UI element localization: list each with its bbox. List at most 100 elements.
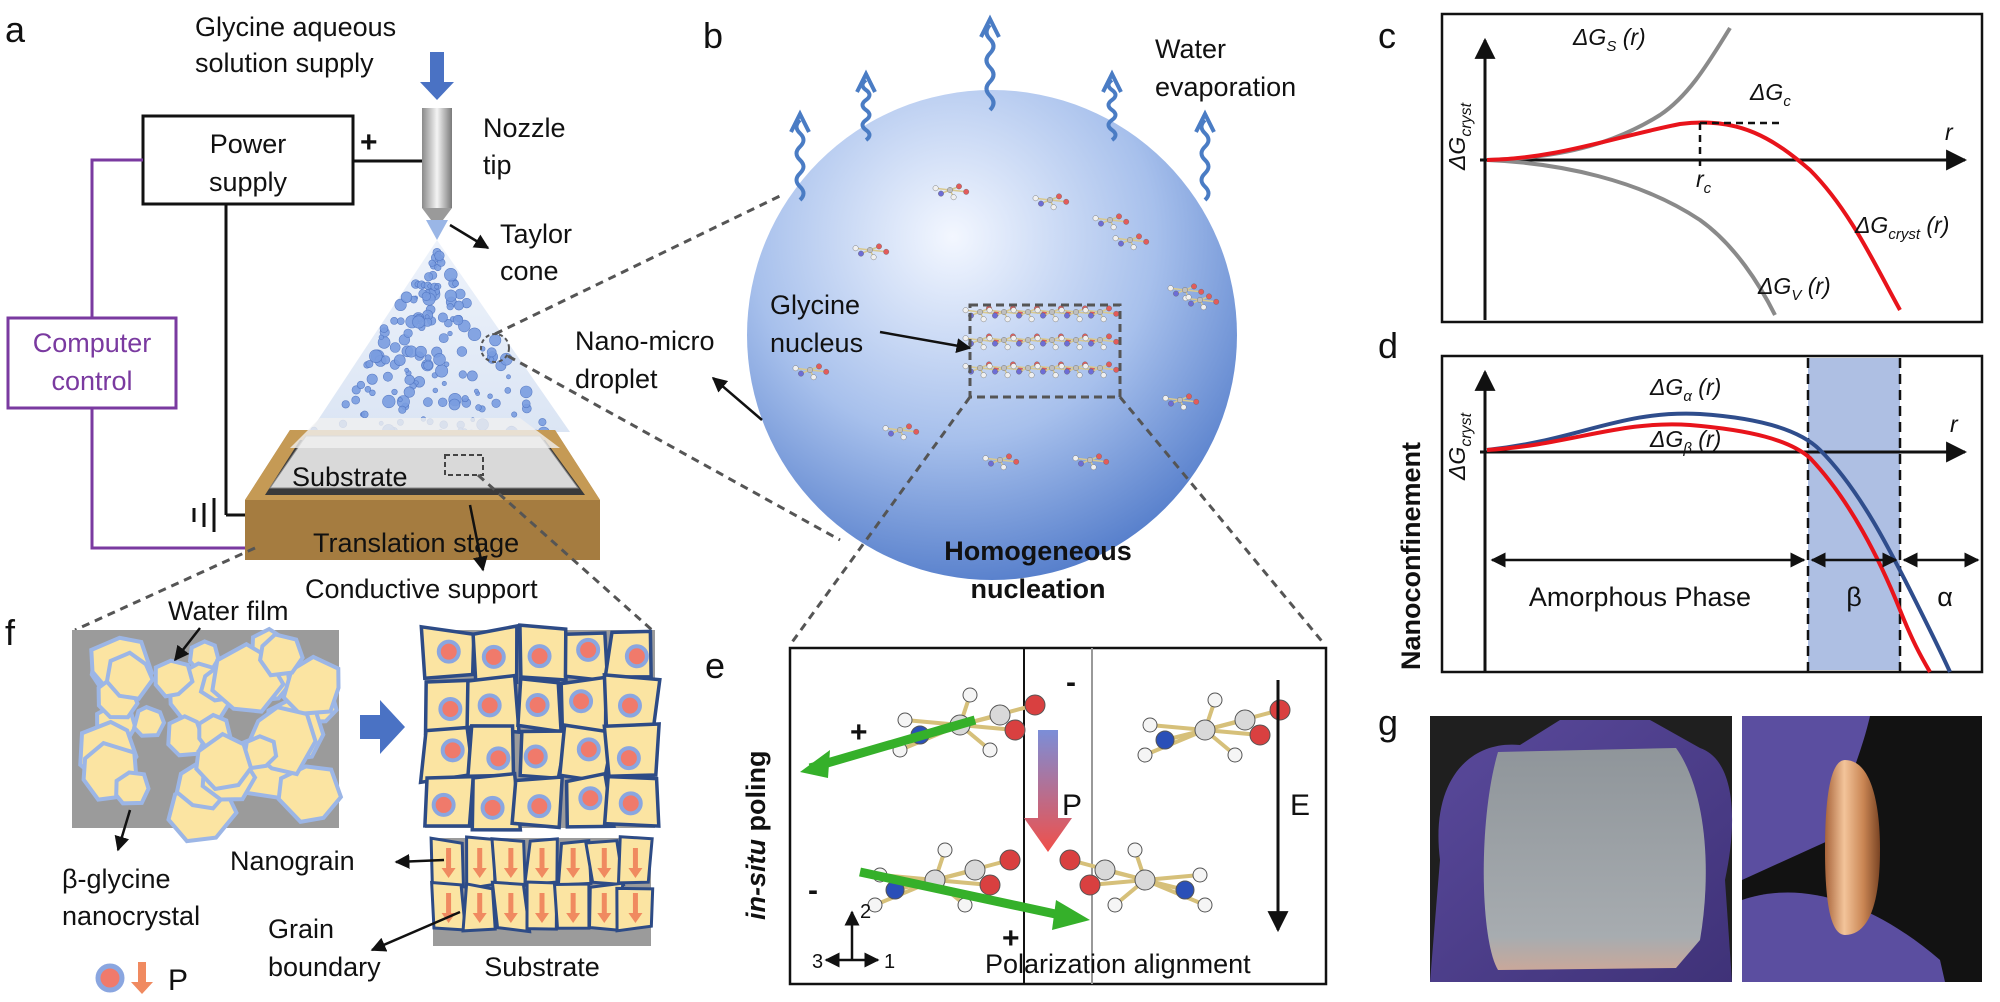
molecule-atom [1103, 458, 1110, 465]
f-grain-label-1: Grain [268, 914, 334, 944]
e-minus-top: - [1066, 666, 1076, 699]
molecule-atom [1064, 312, 1070, 319]
vapor-arrows [789, 14, 1216, 202]
film-layer [290, 418, 560, 448]
molecule-atom [1032, 195, 1039, 202]
panel-c-letter: c [1378, 15, 1396, 56]
molecule-atom [1058, 363, 1065, 370]
molecule-atom [1010, 307, 1017, 314]
molecule-atom [798, 370, 804, 377]
spray-droplet [369, 349, 383, 363]
spray-droplet [396, 317, 405, 326]
conductive-label: Conductive support [305, 574, 538, 604]
molecule-atom [1097, 337, 1103, 343]
spray-droplet [452, 280, 459, 287]
zoom-box-substrate [444, 454, 484, 476]
vapor-wave [1106, 78, 1118, 142]
molecule-atom [1082, 363, 1089, 370]
molecule-atom [1118, 240, 1124, 247]
molecule-atom [997, 457, 1003, 463]
molecule-atom [977, 365, 983, 371]
molecule-atom [823, 368, 830, 375]
molecule-atom [1013, 458, 1020, 465]
molecule-atom [900, 434, 907, 441]
molecule-atom [1004, 344, 1011, 351]
molecule-atom [1113, 366, 1120, 373]
molecule-atom [977, 337, 983, 343]
molecule-atom [1050, 204, 1057, 211]
translation-label: Translation stage [313, 528, 519, 558]
molecule-atom [858, 250, 864, 257]
e-polarization-arrow [1024, 730, 1072, 852]
molecule-atom [1136, 233, 1142, 240]
molecule-atom [1088, 340, 1094, 347]
f-nanocrystal [114, 770, 151, 806]
spray-droplet [403, 328, 413, 338]
spray-droplet [491, 398, 501, 408]
e-atom [1197, 897, 1213, 913]
f-grain-label-2: boundary [268, 952, 381, 982]
molecule-atom [1076, 316, 1083, 323]
f-zoom-line-left [74, 546, 256, 632]
e-dipole-bottom-head [1052, 900, 1090, 930]
e-atom [1194, 719, 1216, 741]
g-wafer [1483, 748, 1706, 970]
e-P-label: P [1062, 789, 1082, 822]
molecule-atom [1097, 365, 1103, 371]
f-beta-label-1: β-glycine [62, 864, 171, 894]
molecule-atom [1025, 365, 1031, 371]
panel-d-frame [1440, 354, 1984, 674]
molecule-atom [1213, 298, 1220, 305]
molecule-atom [888, 430, 894, 437]
spray-droplet [475, 404, 482, 411]
molecule-atom [1177, 397, 1183, 403]
spray-droplet [456, 346, 468, 357]
g-glove-2-bottom [1742, 892, 1945, 982]
spray-droplet [412, 315, 426, 329]
f-nanograin-arrow [394, 853, 445, 869]
f-nanocrystal [153, 658, 195, 699]
molecule-atom [1107, 217, 1113, 223]
f-water-arrow [174, 627, 201, 662]
c-gv-label: ΔGV (r) [1757, 273, 1831, 304]
molecule-atom [963, 188, 970, 195]
e-dipole-top-head [800, 750, 830, 778]
spray-droplet [423, 397, 433, 407]
spray-droplet [519, 385, 533, 399]
d-curve-alpha [1486, 411, 1952, 673]
homog-label-2: nucleation [970, 574, 1105, 604]
water-label-2: evaporation [1155, 72, 1296, 102]
spray-droplet [454, 288, 466, 300]
power-plus-sign: + [360, 126, 378, 159]
nozzle-label-2: tip [483, 150, 512, 180]
e-atom [1249, 724, 1271, 746]
molecule-atom [1087, 457, 1093, 463]
spray-droplet [446, 303, 454, 311]
nucleus-label-2: nucleus [770, 328, 863, 358]
e-poling-label: in-situ poling [741, 751, 771, 920]
panel-d-letter: d [1378, 325, 1398, 366]
spray-droplet [398, 405, 407, 414]
f-grain-arrow [370, 910, 461, 952]
f-grain-dipole [576, 737, 601, 762]
g-glove-2-top [1742, 716, 1870, 880]
molecule-atom [1000, 464, 1007, 471]
molecule-atom [1006, 453, 1012, 460]
molecule-atom [1025, 337, 1031, 343]
f-nanocrystal [194, 731, 254, 792]
nucleus-arrow [879, 330, 972, 354]
supply-arrow-icon [420, 52, 454, 100]
spray-droplet [404, 367, 410, 373]
spray-droplet [400, 291, 413, 303]
spray-droplet [435, 364, 449, 378]
panel-g-letter: g [1378, 702, 1398, 743]
computer-control-box [6, 316, 178, 410]
e-dipole-top [808, 715, 977, 773]
spray-droplet [453, 300, 464, 311]
molecule-atom [1106, 305, 1112, 312]
f-nanocrystal [276, 764, 344, 824]
molecule-atom [1076, 372, 1083, 379]
molecule-atom [1092, 215, 1099, 222]
f-grain-dipole [527, 644, 552, 669]
molecule-atom [1097, 309, 1103, 315]
